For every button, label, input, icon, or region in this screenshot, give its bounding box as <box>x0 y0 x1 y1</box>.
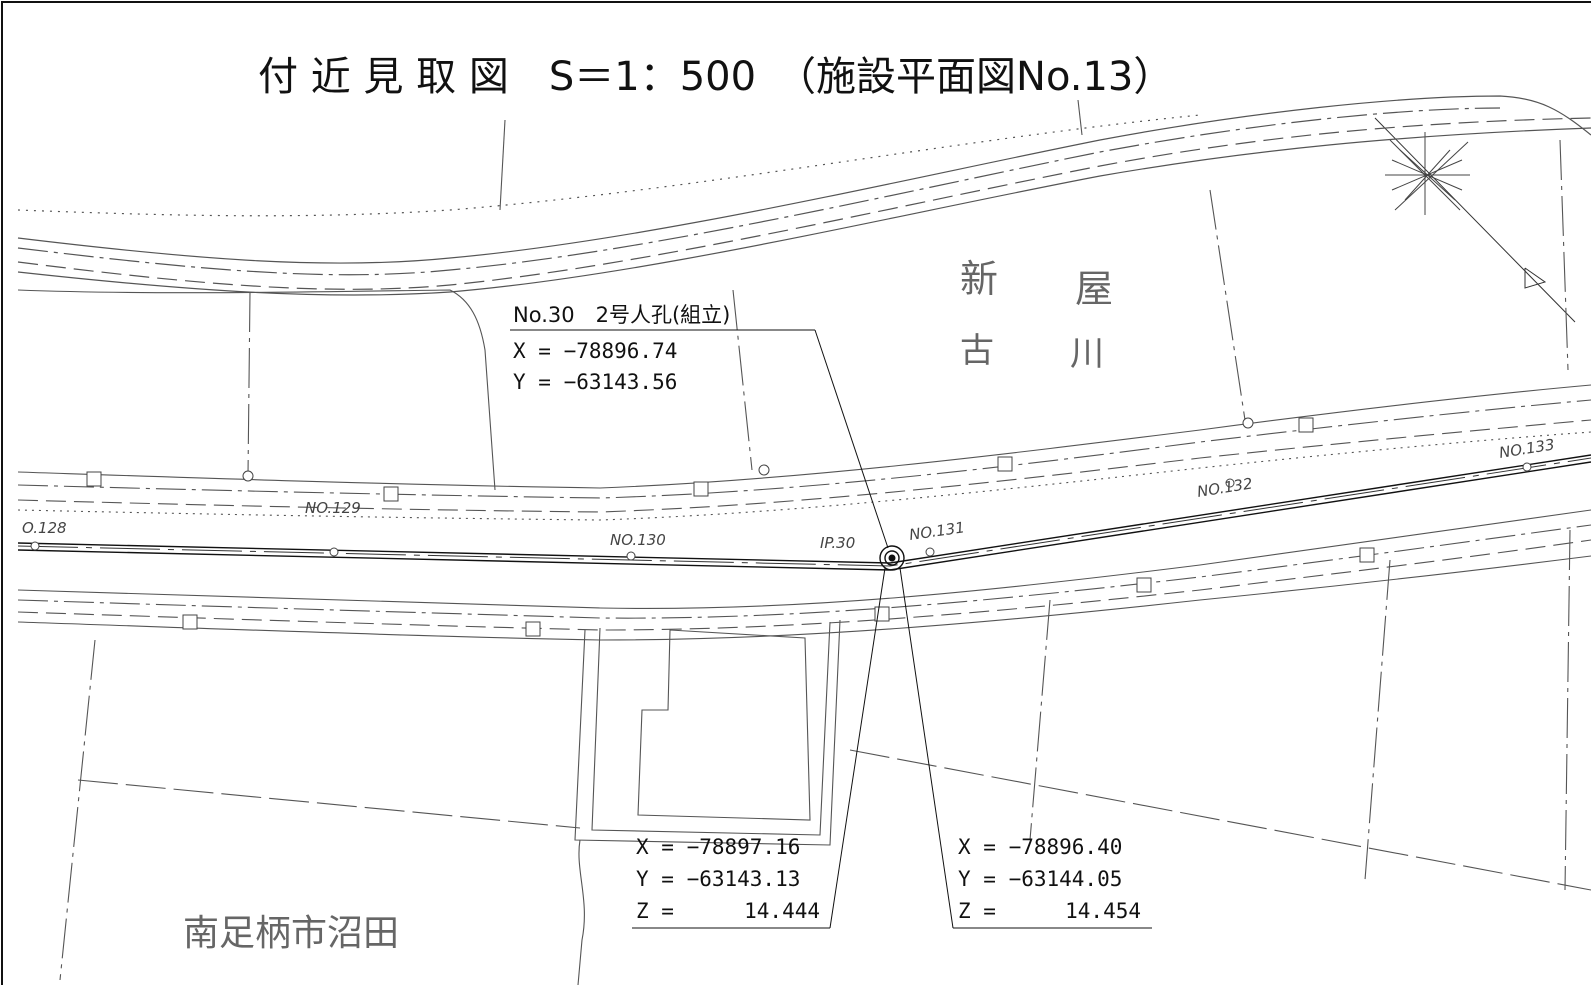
place-label-niiya-1: 新 <box>960 257 998 301</box>
right-point-y-label: Y = −63144.05 <box>958 867 1122 891</box>
manhole-icon[interactable] <box>879 545 905 571</box>
station-label-128: O.128 <box>22 519 67 537</box>
upper-road-lines <box>17 95 1591 296</box>
manhole-y-label: Y = −63143.56 <box>513 370 677 394</box>
manhole-name-label: No.30 2号人孔(組立) <box>513 303 730 327</box>
place-label-furukawa-2: 川 <box>1070 334 1104 374</box>
station-label-129: NO.129 <box>305 499 361 517</box>
middle-road-lines <box>17 384 1591 521</box>
station-label-130: NO.130 <box>610 531 666 549</box>
place-label-furukawa-1: 古 <box>960 331 994 371</box>
right-point-z-label: Z = <box>958 899 996 923</box>
lower-road-lines <box>17 509 1591 641</box>
left-point-z-label: Z = <box>636 899 674 923</box>
left-point-x-label: X = −78897.16 <box>636 835 800 859</box>
pipe-centerline <box>17 454 1591 571</box>
right-point-z-value: 14.454 <box>1065 899 1141 923</box>
right-point-x-label: X = −78896.40 <box>958 835 1122 859</box>
north-arrow-icon <box>1374 117 1576 323</box>
upper-parcel-lines <box>17 99 1569 491</box>
station-label-132: NO.132 <box>1196 474 1254 501</box>
place-label-niiya-2: 屋 <box>1075 267 1113 311</box>
map-title: 付 近 見 取 図 S＝1：500 （施設平面図No.13） <box>258 54 1173 100</box>
leader-lines <box>510 329 1152 929</box>
manhole-x-label: X = −78896.74 <box>513 339 677 363</box>
boundary-markers <box>30 417 1532 637</box>
place-label-numata: 南足柄市沼田 <box>183 913 399 954</box>
station-label-ip: IP.30 <box>820 534 855 552</box>
station-label-131: NO.131 <box>908 518 966 544</box>
left-point-z-value: 14.444 <box>744 899 820 923</box>
lower-parcel-lines <box>59 529 1591 985</box>
left-point-y-label: Y = −63143.13 <box>636 867 800 891</box>
station-label-133: NO.133 <box>1498 435 1556 462</box>
